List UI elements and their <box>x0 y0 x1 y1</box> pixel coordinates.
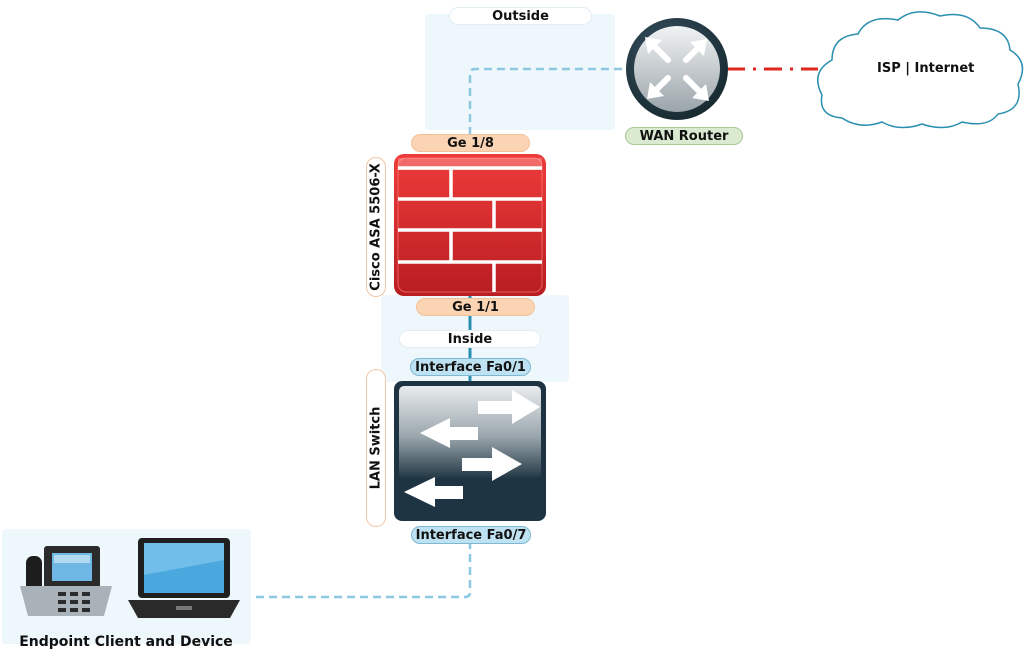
inside-zone-label: Inside <box>399 330 541 348</box>
link-switch-endpoint <box>252 541 472 599</box>
interface-ge18-label: Ge 1/8 <box>411 134 530 152</box>
wan-router-label: WAN Router <box>625 127 743 145</box>
firewall-label: Cisco ASA 5506-X <box>366 157 386 297</box>
switch-label: LAN Switch <box>366 369 386 527</box>
outside-zone-label: Outside <box>449 7 592 25</box>
isp-label: ISP | Internet <box>877 61 975 76</box>
outside-zone <box>425 14 615 130</box>
link-router-firewall <box>468 67 628 148</box>
interface-fa07-label: Interface Fa0/7 <box>411 526 531 544</box>
endpoint-label: Endpoint Client and Device <box>19 634 233 650</box>
interface-fa01-label: Interface Fa0/1 <box>410 358 531 376</box>
interface-ge11-label: Ge 1/1 <box>416 298 535 316</box>
